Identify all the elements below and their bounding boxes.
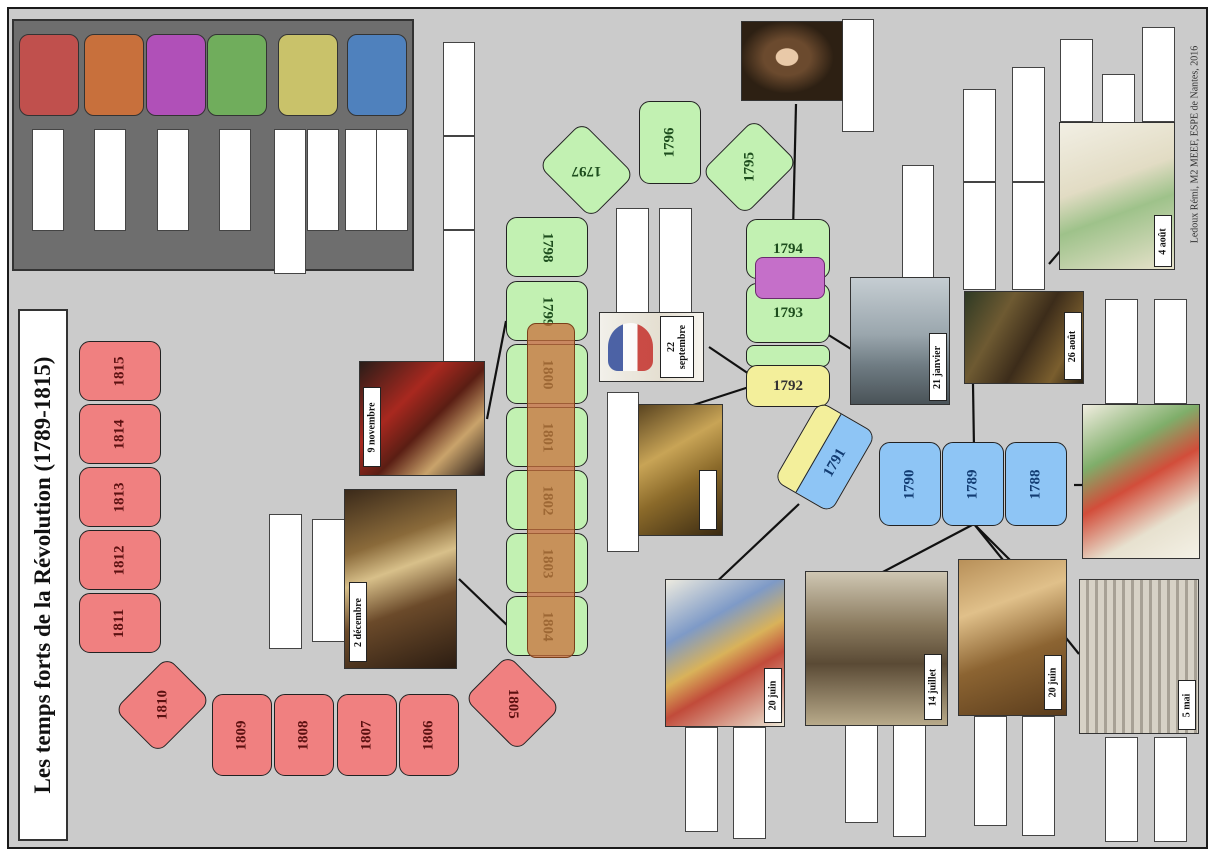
painting-jun20a: 20 juin bbox=[958, 559, 1067, 716]
legend-swatch-red bbox=[19, 34, 79, 116]
painting-jul14: 14 juillet bbox=[805, 571, 948, 726]
page-title-text: Les temps forts de la Révolution (1789-1… bbox=[30, 356, 55, 794]
caption-jun20a: 20 juin bbox=[1044, 655, 1062, 710]
legend-swatch-purple bbox=[146, 34, 206, 116]
answer-box-9[interactable] bbox=[963, 89, 996, 182]
answer-box-27[interactable] bbox=[1154, 737, 1187, 842]
document-sept22: 22 septembre bbox=[599, 312, 704, 382]
legend-blank-7[interactable] bbox=[345, 129, 377, 231]
legend-swatch-orange bbox=[84, 34, 144, 116]
answer-box-12[interactable] bbox=[1012, 182, 1045, 290]
answer-box-14[interactable] bbox=[1102, 74, 1135, 124]
year-1814[interactable]: 1814 bbox=[79, 404, 161, 464]
credit-text: Ledoux Rémi, M2 MEEF, ESPE de Nantes, 20… bbox=[1189, 45, 1201, 243]
year-1811[interactable]: 1811 bbox=[79, 593, 161, 653]
print-1788 bbox=[1082, 404, 1200, 559]
legend-blank-4[interactable] bbox=[219, 129, 251, 231]
answer-box-6[interactable] bbox=[607, 392, 639, 552]
year-1792-green-band bbox=[746, 345, 830, 367]
caption-aug4: 4 août bbox=[1154, 215, 1172, 267]
answer-box-7[interactable] bbox=[842, 19, 874, 132]
answer-box-4[interactable] bbox=[616, 208, 649, 313]
legend-swatch-yellow bbox=[278, 34, 338, 116]
answer-box-8[interactable] bbox=[902, 165, 934, 278]
answer-box-17[interactable] bbox=[1154, 299, 1187, 404]
answer-box-20[interactable] bbox=[685, 727, 718, 832]
legend-blank-6[interactable] bbox=[307, 129, 339, 231]
caption-sept22: 22 septembre bbox=[660, 316, 694, 378]
answer-box-21[interactable] bbox=[733, 727, 766, 839]
painting-aug10 bbox=[638, 404, 723, 536]
print-may5: 5 mai bbox=[1079, 579, 1199, 734]
answer-box-1[interactable] bbox=[443, 42, 475, 136]
legend-swatch-blue bbox=[347, 34, 407, 116]
answer-box-16[interactable] bbox=[1105, 299, 1138, 404]
year-1809[interactable]: 1809 bbox=[212, 694, 272, 776]
answer-box-19[interactable] bbox=[312, 519, 345, 642]
painting-jan21: 21 janvier bbox=[850, 277, 950, 405]
year-1796[interactable]: 1796 bbox=[639, 101, 701, 184]
tricolor-emblem bbox=[608, 323, 653, 371]
year-1815[interactable]: 1815 bbox=[79, 341, 161, 401]
painting-aug4: 4 août bbox=[1059, 122, 1175, 270]
answer-box-22[interactable] bbox=[845, 725, 878, 823]
legend-blank-2[interactable] bbox=[94, 129, 126, 231]
legend-blank-1[interactable] bbox=[32, 129, 64, 231]
answer-box-3[interactable] bbox=[443, 230, 475, 364]
answer-box-15[interactable] bbox=[1142, 27, 1175, 122]
year-1798[interactable]: 1798 bbox=[506, 217, 588, 277]
year-1792[interactable]: 1792 bbox=[746, 365, 830, 407]
year-1789[interactable]: 1789 bbox=[942, 442, 1004, 526]
answer-box-18[interactable] bbox=[269, 514, 302, 649]
year-1808[interactable]: 1808 bbox=[274, 694, 334, 776]
caption-jan21: 21 janvier bbox=[929, 333, 947, 401]
answer-box-10[interactable] bbox=[963, 182, 996, 290]
caption-dec2: 2 décembre bbox=[349, 582, 367, 662]
terror-overlay bbox=[755, 257, 825, 299]
consulate-overlay bbox=[527, 323, 575, 658]
year-1813[interactable]: 1813 bbox=[79, 467, 161, 527]
answer-box-13[interactable] bbox=[1060, 39, 1093, 122]
answer-box-5[interactable] bbox=[659, 208, 692, 313]
color-legend bbox=[12, 19, 414, 274]
answer-box-2[interactable] bbox=[443, 136, 475, 230]
answer-box-11[interactable] bbox=[1012, 67, 1045, 182]
painting-aug26: 26 août bbox=[964, 291, 1084, 384]
legend-blank-8[interactable] bbox=[376, 129, 408, 231]
answer-box-25[interactable] bbox=[1022, 716, 1055, 836]
answer-box-24[interactable] bbox=[974, 716, 1007, 826]
page-title: Les temps forts de la Révolution (1789-1… bbox=[18, 309, 68, 841]
caption-nov9: 9 novembre bbox=[363, 387, 381, 467]
legend-swatch-green bbox=[207, 34, 267, 116]
caption-aug10 bbox=[699, 470, 717, 530]
year-1790[interactable]: 1790 bbox=[879, 442, 941, 526]
legend-blank-3[interactable] bbox=[157, 129, 189, 231]
caption-jul14: 14 juillet bbox=[924, 654, 942, 720]
credit: Ledoux Rémi, M2 MEEF, ESPE de Nantes, 20… bbox=[1184, 19, 1206, 269]
legend-blank-5[interactable] bbox=[274, 129, 306, 274]
answer-box-23[interactable] bbox=[893, 725, 926, 837]
answer-box-26[interactable] bbox=[1105, 737, 1138, 842]
year-1812[interactable]: 1812 bbox=[79, 530, 161, 590]
year-1788[interactable]: 1788 bbox=[1005, 442, 1067, 526]
caption-jun20b: 20 juin bbox=[764, 668, 782, 723]
painting-portrait bbox=[741, 21, 843, 101]
year-1806[interactable]: 1806 bbox=[399, 694, 459, 776]
print-jun20b: 20 juin bbox=[665, 579, 785, 727]
year-1807[interactable]: 1807 bbox=[337, 694, 397, 776]
painting-dec2: 2 décembre bbox=[344, 489, 457, 669]
painting-nov9: 9 novembre bbox=[359, 361, 485, 476]
timeline-board: Les temps forts de la Révolution (1789-1… bbox=[7, 7, 1208, 849]
caption-may5: 5 mai bbox=[1178, 680, 1196, 730]
caption-aug26: 26 août bbox=[1064, 312, 1082, 380]
